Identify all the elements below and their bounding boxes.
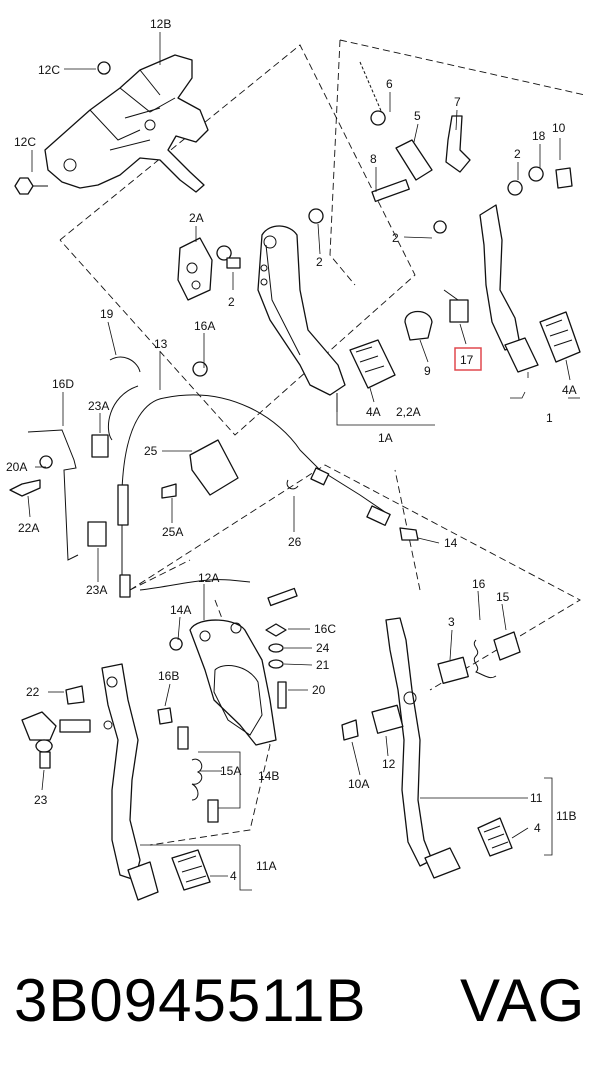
callout-24: 24	[316, 641, 330, 655]
bracket-12a	[169, 587, 298, 823]
clutch-pedal-1	[359, 61, 581, 373]
callout-12b: 12B	[150, 17, 171, 31]
pedal-bracket-12b	[14, 54, 209, 195]
callout-7: 7	[454, 95, 461, 109]
callout-23a-top: 23A	[88, 399, 109, 413]
callout-2-2a: 2,2A	[396, 405, 421, 419]
callout-10: 10	[552, 121, 566, 135]
callout-11: 11	[530, 791, 543, 805]
callout-23a-bot: 23A	[86, 583, 107, 597]
callout-2-tr1: 2	[514, 147, 521, 161]
caption-bar: 3B0945511B VAG	[0, 952, 600, 1062]
callout-16d: 16D	[52, 377, 74, 391]
callout-15: 15	[496, 590, 510, 604]
callout-2-tr2: 2	[392, 231, 399, 245]
callout-2-mid2: 2	[316, 255, 323, 269]
callout-9: 9	[424, 364, 431, 378]
pedal-11a	[21, 663, 211, 901]
callout-16c: 16C	[314, 622, 336, 636]
part-number: 3B0945511B	[14, 967, 367, 1034]
callout-labels: 12B 12C 12C 6 5 7 8 2 18 10 2 2A 2 2 9 1…	[6, 17, 577, 883]
callout-18: 18	[532, 129, 546, 143]
callout-14-mid: 14	[444, 536, 458, 550]
callout-11a: 11A	[256, 859, 276, 873]
callout-15a: 15A	[220, 764, 241, 778]
callout-4a-mid: 4A	[366, 405, 381, 419]
bracket-2a	[177, 237, 241, 301]
callout-5: 5	[414, 109, 421, 123]
callout-1: 1	[546, 411, 553, 425]
callout-14a: 14A	[170, 603, 191, 617]
callout-3: 3	[448, 615, 455, 629]
callout-19: 19	[100, 307, 114, 321]
callout-4a-right: 4A	[562, 383, 577, 397]
callout-21: 21	[316, 658, 330, 672]
callout-12a: 12A	[198, 571, 219, 585]
callout-25a: 25A	[162, 525, 183, 539]
callout-26: 26	[288, 535, 302, 549]
pedal-1a	[257, 208, 396, 412]
cable-13	[108, 356, 391, 598]
callout-17: 17	[460, 353, 474, 367]
callout-23: 23	[34, 793, 48, 807]
callout-13: 13	[154, 337, 168, 351]
callout-2-mid1: 2	[228, 295, 235, 309]
callout-20: 20	[312, 683, 326, 697]
callout-12c-top: 12C	[38, 63, 60, 77]
callout-12c-left: 12C	[14, 135, 36, 149]
highlight-box-17	[454, 347, 482, 371]
callout-4-right: 4	[534, 821, 541, 835]
callout-25: 25	[144, 444, 158, 458]
callout-6: 6	[386, 77, 393, 91]
callout-4-left: 4	[230, 869, 237, 883]
pedal-11b	[341, 617, 521, 879]
callout-22: 22	[26, 685, 40, 699]
callout-16b: 16B	[158, 669, 179, 683]
callout-8: 8	[370, 152, 377, 166]
left-rod-16d	[9, 429, 419, 561]
brand-name: VAG	[460, 967, 586, 1034]
callout-16: 16	[472, 577, 486, 591]
callout-16a: 16A	[194, 319, 215, 333]
callout-22a: 22A	[18, 521, 39, 535]
callout-11b: 11B	[556, 809, 576, 823]
callout-1a: 1A	[378, 431, 393, 445]
callout-20a: 20A	[6, 460, 27, 474]
group-boundaries	[59, 39, 586, 846]
callout-12: 12	[382, 757, 396, 771]
callout-10a: 10A	[348, 777, 369, 791]
callout-2a: 2A	[189, 211, 204, 225]
leader-lines	[27, 32, 580, 891]
callout-14b: 14B	[258, 769, 279, 783]
